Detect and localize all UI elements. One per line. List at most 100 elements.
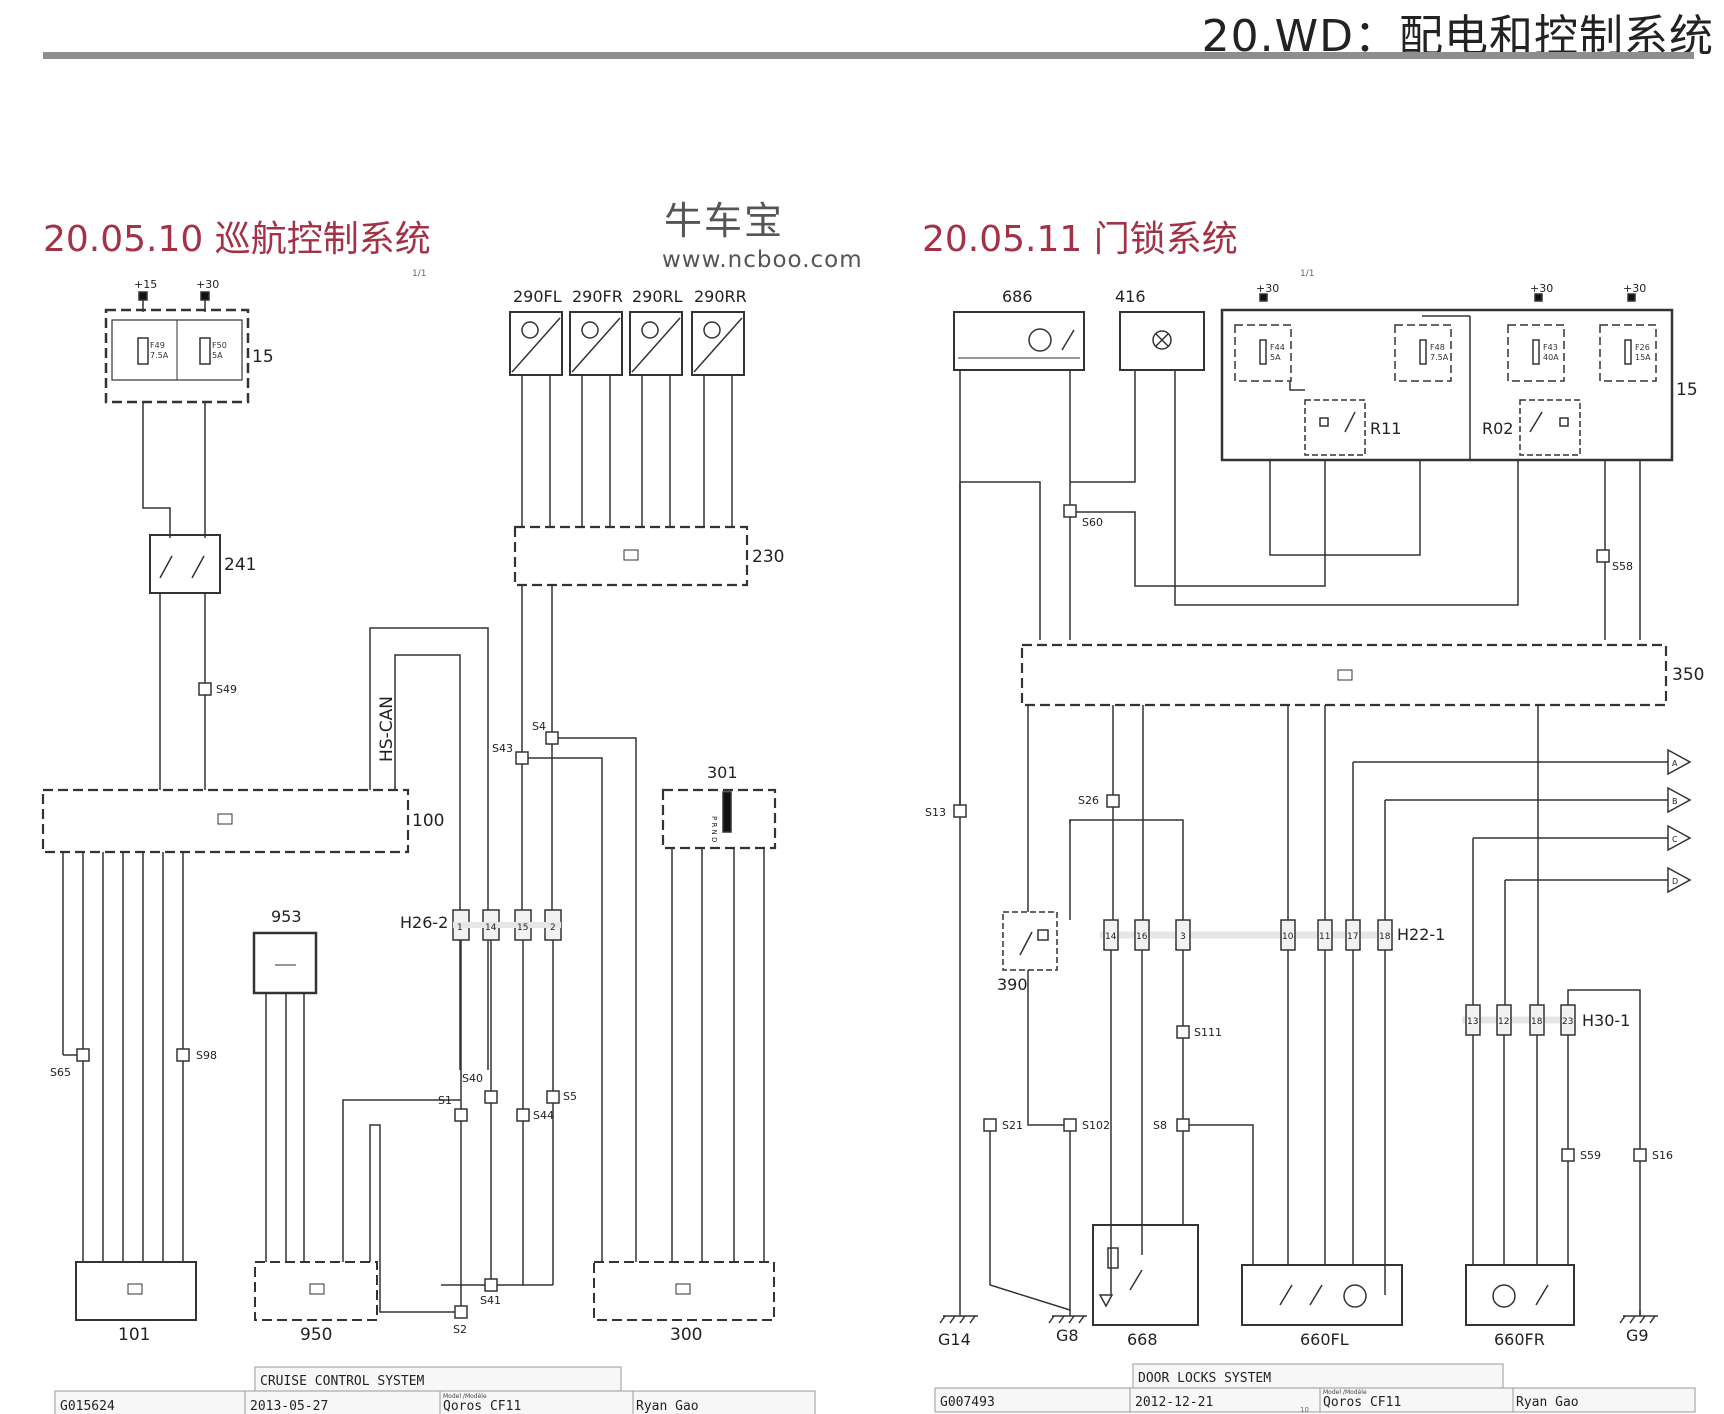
module-950-label: 950: [300, 1325, 332, 1345]
watermark-brand: 牛车宝: [664, 199, 785, 243]
header-rule: [43, 52, 1694, 59]
fuse-f26-rating: 15A: [1635, 353, 1651, 362]
splice-s8: [1176, 1118, 1190, 1132]
wheel-sensor-group: [509, 311, 745, 376]
doorlock-supply-1: +30: [1256, 282, 1279, 295]
fuse-f43-rating: 40A: [1543, 353, 1559, 362]
selector-301-indicator: [722, 791, 732, 833]
cruise-fuse-box: [104, 308, 250, 404]
fuse-f43: [1507, 324, 1565, 382]
h30-pin-13: 13: [1467, 1017, 1478, 1027]
cruise-model-label: Model /Modèle: [443, 1393, 487, 1400]
fuse-f49-rating: 7.5A: [150, 351, 169, 360]
ground-g9: G9: [1626, 1326, 1649, 1345]
fuse-f49-id: F49: [150, 341, 165, 350]
selector-301-label: 301: [707, 763, 738, 782]
module-660fl-label: 660FL: [1300, 1330, 1349, 1349]
module-230-label: 230: [752, 547, 784, 567]
arrow-c: C: [1672, 835, 1678, 844]
ecu-100-icon: [217, 813, 233, 825]
ground-g14: G14: [938, 1330, 971, 1349]
splice-s4-label: S4: [532, 720, 546, 733]
arrow-b: B: [1672, 797, 1678, 806]
h30-pin-12: 12: [1498, 1017, 1509, 1027]
splice-s4: [545, 731, 559, 745]
splice-s5: [546, 1090, 560, 1104]
fuse-f26: [1599, 324, 1657, 382]
module-300-label: 300: [670, 1325, 702, 1345]
h26-pin-14: 14: [485, 923, 497, 933]
motor-686-label: 686: [1002, 287, 1033, 306]
h26-pin-1: 1: [457, 923, 463, 933]
switch-390: [1002, 911, 1058, 971]
relay-r11-label: R11: [1370, 419, 1401, 438]
cruise-drawing-no: G015624: [60, 1399, 115, 1414]
h26-pin-15: 15: [517, 923, 528, 933]
splice-s49: [198, 682, 212, 696]
module-300: [593, 1261, 775, 1321]
connector-h22: [1103, 919, 1393, 951]
supply-label-15: +15: [134, 278, 157, 291]
splice-s40: [484, 1090, 498, 1104]
h22-pin-11: 11: [1319, 932, 1330, 942]
splice-s5-label: S5: [563, 1090, 577, 1103]
lamp-416: [1119, 311, 1205, 371]
supply-terminal-15: [138, 291, 148, 301]
doorlock-model: Qoros CF11: [1323, 1395, 1401, 1410]
cruise-author: Ryan Gao: [636, 1399, 699, 1414]
module-668: [1092, 1224, 1199, 1326]
h30-pin-18: 18: [1531, 1017, 1543, 1027]
off-page-arrows: [1667, 748, 1692, 894]
h22-pin-16: 16: [1136, 932, 1148, 942]
arrow-d: D: [1672, 877, 1678, 886]
doorlock-model-label: Model /Modèle: [1323, 1389, 1367, 1396]
lamp-416-icon: [1152, 330, 1172, 350]
connector-h26-label: H26-2: [400, 913, 448, 932]
motor-686: [953, 311, 1085, 371]
splice-s16-label: S16: [1652, 1149, 1673, 1162]
cruise-section-title: 20.05.10 巡航控制系统: [43, 219, 431, 260]
doorlock-author: Ryan Gao: [1516, 1395, 1579, 1410]
splice-s21: [983, 1118, 997, 1132]
splice-s60: [1063, 504, 1077, 518]
connector-h26: [452, 909, 562, 941]
module-101-label: 101: [118, 1325, 150, 1345]
switch-390-label: 390: [997, 975, 1028, 994]
watermark-url: www.ncboo.com: [662, 247, 863, 273]
fuse-f44: [1234, 324, 1292, 382]
doorlock-sheet: 10: [1300, 1406, 1309, 1414]
splice-s26-label: S26: [1078, 794, 1099, 807]
splice-s8-label: S8: [1153, 1119, 1167, 1132]
splice-s44-label: S44: [533, 1109, 554, 1122]
fuse-f50-rating: 5A: [212, 351, 223, 360]
module-660fl: [1241, 1264, 1403, 1326]
doorlock-supply-2: +30: [1530, 282, 1553, 295]
splice-s59: [1561, 1148, 1575, 1162]
splice-s13-label: S13: [925, 806, 946, 819]
doorlock-title-block: [934, 1363, 1696, 1413]
splice-s1-label: S1: [438, 1094, 452, 1107]
doorlock-system-name: DOOR LOCKS SYSTEM: [1138, 1371, 1271, 1386]
module-101: [75, 1261, 197, 1321]
sensor-290fr: 290FR: [572, 287, 623, 306]
doorlock-supply-3: +30: [1623, 282, 1646, 295]
h22-pin-3: 3: [1180, 932, 1186, 942]
sensor-290fl: 290FL: [513, 287, 562, 306]
cruise-model: Qoros CF11: [443, 1399, 521, 1414]
splice-s49-label: S49: [216, 683, 237, 696]
splice-s60-label: S60: [1082, 516, 1103, 529]
cruise-fuse-box-id: 15: [252, 347, 274, 367]
relay-241: [149, 534, 221, 594]
cruise-title-block: [54, 1366, 816, 1414]
connector-h30-label: H30-1: [1582, 1011, 1630, 1030]
doorlock-drawing-no: G007493: [940, 1395, 995, 1410]
splice-s98-label: S98: [196, 1049, 217, 1062]
module-230-icon: [623, 549, 639, 561]
supply-terminal-30: [200, 291, 210, 301]
ground-symbols: [939, 1315, 1658, 1324]
relay-r02-label: R02: [1482, 419, 1513, 438]
arrow-a: A: [1672, 759, 1678, 768]
splice-s1: [454, 1108, 468, 1122]
ecu-100-label: 100: [412, 811, 444, 831]
supply-label-30: +30: [196, 278, 219, 291]
